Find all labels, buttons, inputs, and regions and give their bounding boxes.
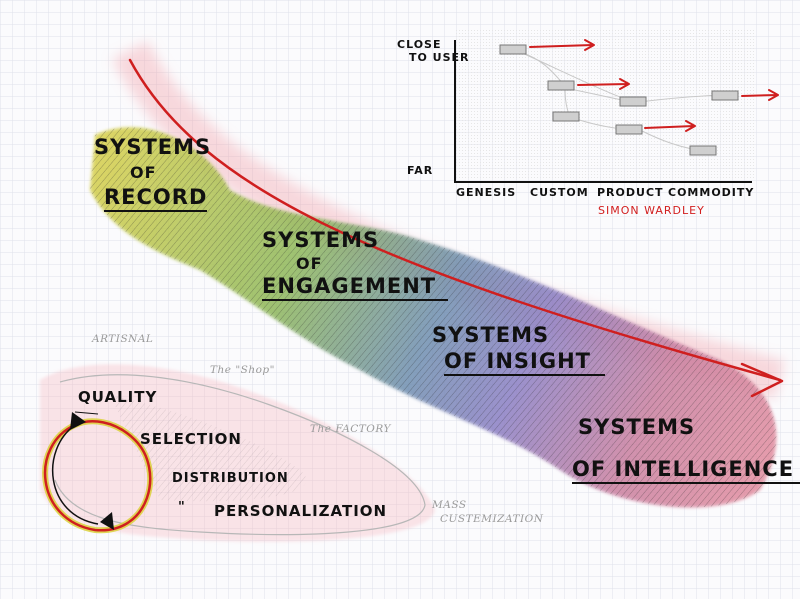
map-y-top-label: CLOSE TO USER <box>397 38 470 64</box>
map-component <box>547 80 575 91</box>
evolution-hatch <box>110 395 307 502</box>
map-evolution-arrow <box>577 78 630 90</box>
evolution-outline <box>54 374 426 536</box>
cycle-arrowhead-top <box>70 412 86 430</box>
map-x-genesis: GENESIS <box>456 186 517 199</box>
systems-of-engagement-line1: SYSTEMS <box>262 228 380 252</box>
map-evolution-arrow <box>741 89 779 101</box>
cycle-ditto-mark: " <box>178 500 186 515</box>
map-component <box>615 124 643 135</box>
map-evolution-arrow <box>644 120 696 132</box>
map-axes <box>454 40 752 183</box>
map-y-bottom-label: FAR <box>407 164 434 177</box>
cycle-arrowhead-bottom <box>100 512 114 530</box>
trend-arrowhead <box>740 362 784 398</box>
map-component <box>711 90 739 101</box>
cycle-quality: QUALITY <box>78 388 158 406</box>
systems-of-intelligence-line2: OF INTELLIGENCE <box>572 458 800 484</box>
systems-of-record-line3: RECORD <box>104 186 208 212</box>
era-mass-customization: MASS CUSTEMIZATION <box>432 499 544 525</box>
systems-of-engagement-line3: ENGAGEMENT <box>262 275 449 301</box>
era-artisanal: ARTISNAL <box>92 333 154 345</box>
systems-of-record-line2: OF <box>130 163 157 182</box>
systems-of-insight-line2: OF INSIGHT <box>444 350 605 376</box>
systems-of-intelligence-line1: SYSTEMS <box>578 415 696 439</box>
quality-tick <box>74 411 99 415</box>
era-shop: The "Shop" <box>210 364 275 376</box>
cycle-selection: SELECTION <box>140 430 242 448</box>
map-component <box>499 44 527 55</box>
cycle-loop-ink <box>52 424 99 525</box>
band-hatching <box>90 127 777 508</box>
map-component <box>552 111 580 122</box>
map-x-product: PRODUCT <box>597 186 664 199</box>
map-credit: SIMON WARDLEY <box>598 204 705 217</box>
cycle-personalization: PERSONALIZATION <box>214 502 388 520</box>
cycle-distribution: DISTRIBUTION <box>172 471 289 486</box>
systems-of-insight-line1: SYSTEMS <box>432 323 550 347</box>
era-factory: The FACTORY <box>310 423 391 435</box>
map-x-custom: CUSTOM <box>530 186 589 199</box>
systems-of-record-line1: SYSTEMS <box>94 135 212 159</box>
cycle-loop <box>43 420 152 532</box>
map-evolution-arrow <box>529 39 595 51</box>
systems-of-engagement-line2: OF <box>296 254 323 273</box>
map-component <box>689 145 717 156</box>
map-component <box>619 96 647 107</box>
map-x-commodity: COMMODITY <box>668 186 755 199</box>
trend-arrow-line <box>128 58 782 382</box>
